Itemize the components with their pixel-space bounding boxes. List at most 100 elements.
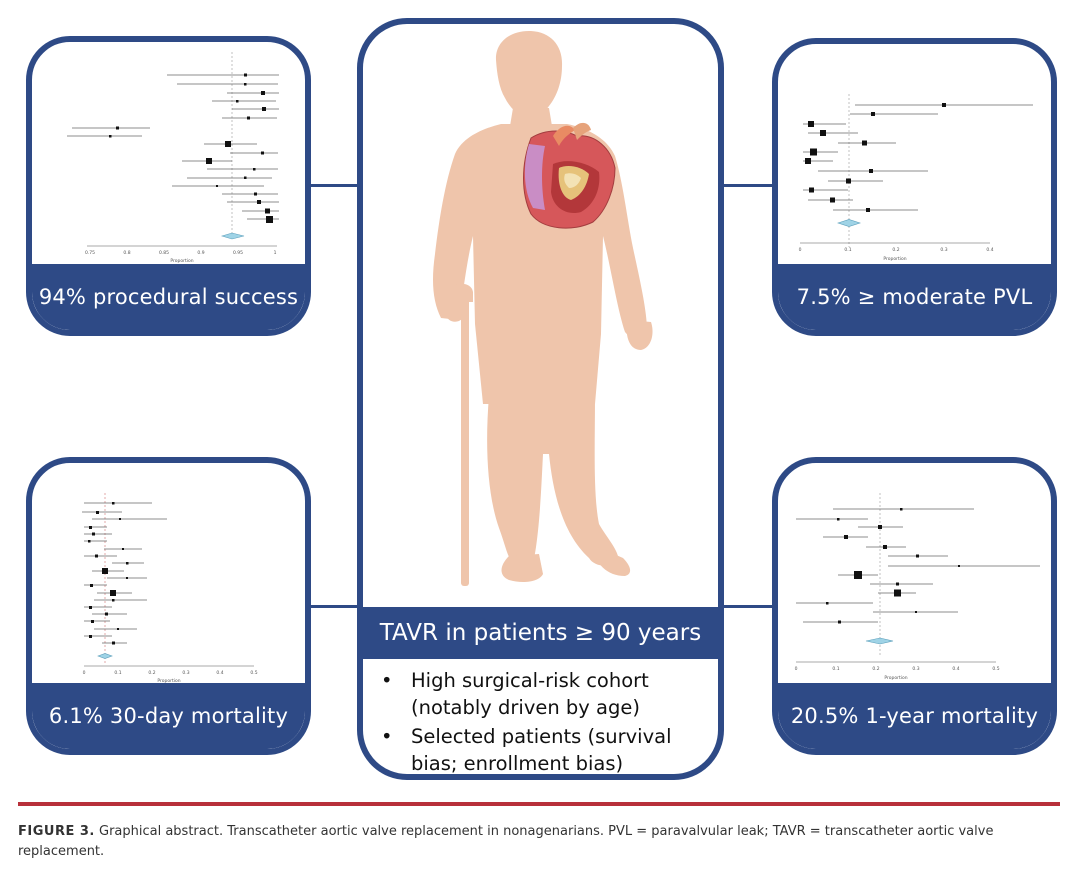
study-rows <box>796 508 1040 624</box>
study-row <box>67 135 142 138</box>
bullet-item: •High surgical-risk cohort (notably driv… <box>377 667 712 721</box>
study-row <box>808 130 858 136</box>
forest-plot-1-year-mortality: 0 0.1 0.2 0.3 0.4 0.5 Proportion <box>795 493 1040 681</box>
x-axis-title: Proportion <box>170 258 193 264</box>
study-row <box>84 540 107 543</box>
study-row <box>796 518 868 521</box>
bullet-dot: • <box>381 725 393 748</box>
study-row <box>818 169 928 173</box>
x-axis-title: Proportion <box>884 675 907 681</box>
study-row <box>187 176 272 179</box>
bullet-text: Selected patients (survival bias; enroll… <box>411 725 672 775</box>
connector-bottom-right <box>718 605 780 608</box>
study-row <box>182 158 232 164</box>
forest-plot-moderate-pvl: 0 0.1 0.2 0.3 0.4 Proportion <box>799 94 1033 262</box>
study-row <box>888 554 948 558</box>
study-row <box>796 602 873 605</box>
study-row <box>84 502 152 505</box>
study-row <box>838 140 896 146</box>
study-row <box>84 584 107 587</box>
study-row <box>204 141 257 147</box>
study-rows <box>67 73 279 223</box>
tick-label: 0.3 <box>912 666 919 672</box>
x-axis-title: Proportion <box>883 256 906 262</box>
study-row <box>212 100 276 103</box>
center-bullets: • High surgical-risk cohort (notably driv… <box>377 667 712 775</box>
study-row <box>232 107 279 111</box>
study-rows <box>82 502 167 645</box>
study-row <box>850 112 938 116</box>
study-row <box>823 535 868 539</box>
caption-rule <box>18 802 1060 806</box>
study-row <box>866 545 906 549</box>
panel-label: 6.1% 30-day mortality <box>32 683 305 749</box>
study-row <box>808 197 853 203</box>
study-row <box>107 577 147 579</box>
forest-plot-procedural-success: 0.75 0.8 0.85 0.9 0.95 1 Proportion <box>67 52 279 264</box>
study-row <box>102 641 127 645</box>
tick-label: 0.8 <box>123 250 130 256</box>
study-row <box>92 568 124 574</box>
study-row <box>82 511 122 514</box>
study-row <box>177 83 278 86</box>
center-title: TAVR in patients ≥ 90 years <box>363 607 718 659</box>
tick-label: 0.3 <box>940 247 947 253</box>
x-axis-title: Proportion <box>157 678 180 684</box>
figure-caption: FIGURE 3. Graphical abstract. Transcathe… <box>18 822 1068 862</box>
study-row <box>803 187 848 193</box>
study-row <box>84 620 110 623</box>
x-axis-ticks: 0.75 0.8 0.85 0.9 0.95 1 <box>85 250 277 256</box>
tick-label: 0.1 <box>832 666 839 672</box>
study-row <box>94 628 137 630</box>
tick-label: 0.5 <box>250 670 257 676</box>
tick-label: 0 <box>799 247 802 253</box>
study-row <box>247 216 279 223</box>
study-rows <box>803 103 1033 212</box>
tick-label: 0 <box>83 670 86 676</box>
study-row <box>803 121 846 127</box>
figure-label: FIGURE 3. <box>18 824 95 839</box>
elderly-person-silhouette <box>433 30 653 586</box>
bullet-item: • Selected patients (survival bias; enrol… <box>377 723 712 775</box>
study-row <box>803 620 878 624</box>
study-row <box>803 158 833 164</box>
study-row <box>855 103 1033 107</box>
heart-icon <box>523 122 616 229</box>
tick-label: 0.4 <box>952 666 959 672</box>
tick-label: 0.2 <box>872 666 879 672</box>
study-row <box>230 151 278 155</box>
tick-label: 0.4 <box>216 670 223 676</box>
study-row <box>167 73 279 77</box>
pooled-estimate-diamond <box>837 219 861 227</box>
study-row <box>72 126 150 130</box>
tick-label: 0.9 <box>197 250 204 256</box>
tick-label: 0.85 <box>159 250 169 256</box>
tick-label: 0.1 <box>844 247 851 253</box>
pooled-estimate-diamond <box>220 232 245 240</box>
tick-label: 0.75 <box>85 250 95 256</box>
study-row <box>870 582 933 586</box>
study-row <box>84 635 112 638</box>
study-row <box>92 612 127 616</box>
study-row <box>84 606 112 609</box>
study-row <box>207 168 278 171</box>
tick-label: 0.95 <box>233 250 243 256</box>
tick-label: 0 <box>795 666 798 672</box>
center-panel: TAVR in patients ≥ 90 years • High surgic… <box>357 18 724 780</box>
study-row <box>828 178 883 184</box>
study-row <box>84 554 117 558</box>
tick-label: 0.5 <box>992 666 999 672</box>
panel-label: 94% procedural success <box>32 264 305 330</box>
bullet-text: High surgical-risk cohort (notably drive… <box>411 669 649 719</box>
x-axis-ticks: 0 0.1 0.2 0.3 0.4 0.5 <box>795 666 1000 672</box>
study-row <box>94 599 147 602</box>
forest-plot-30-day-mortality: 0 0.1 0.2 0.3 0.4 0.5 Proportion <box>82 493 258 684</box>
panel-label: 7.5% ≥ moderate PVL <box>778 264 1051 330</box>
study-row <box>227 200 279 204</box>
study-row <box>803 148 838 156</box>
connector-top-left <box>305 184 365 187</box>
study-row <box>878 589 916 597</box>
study-row <box>858 525 903 529</box>
tick-label: 0.2 <box>148 670 155 676</box>
study-row <box>84 532 112 536</box>
